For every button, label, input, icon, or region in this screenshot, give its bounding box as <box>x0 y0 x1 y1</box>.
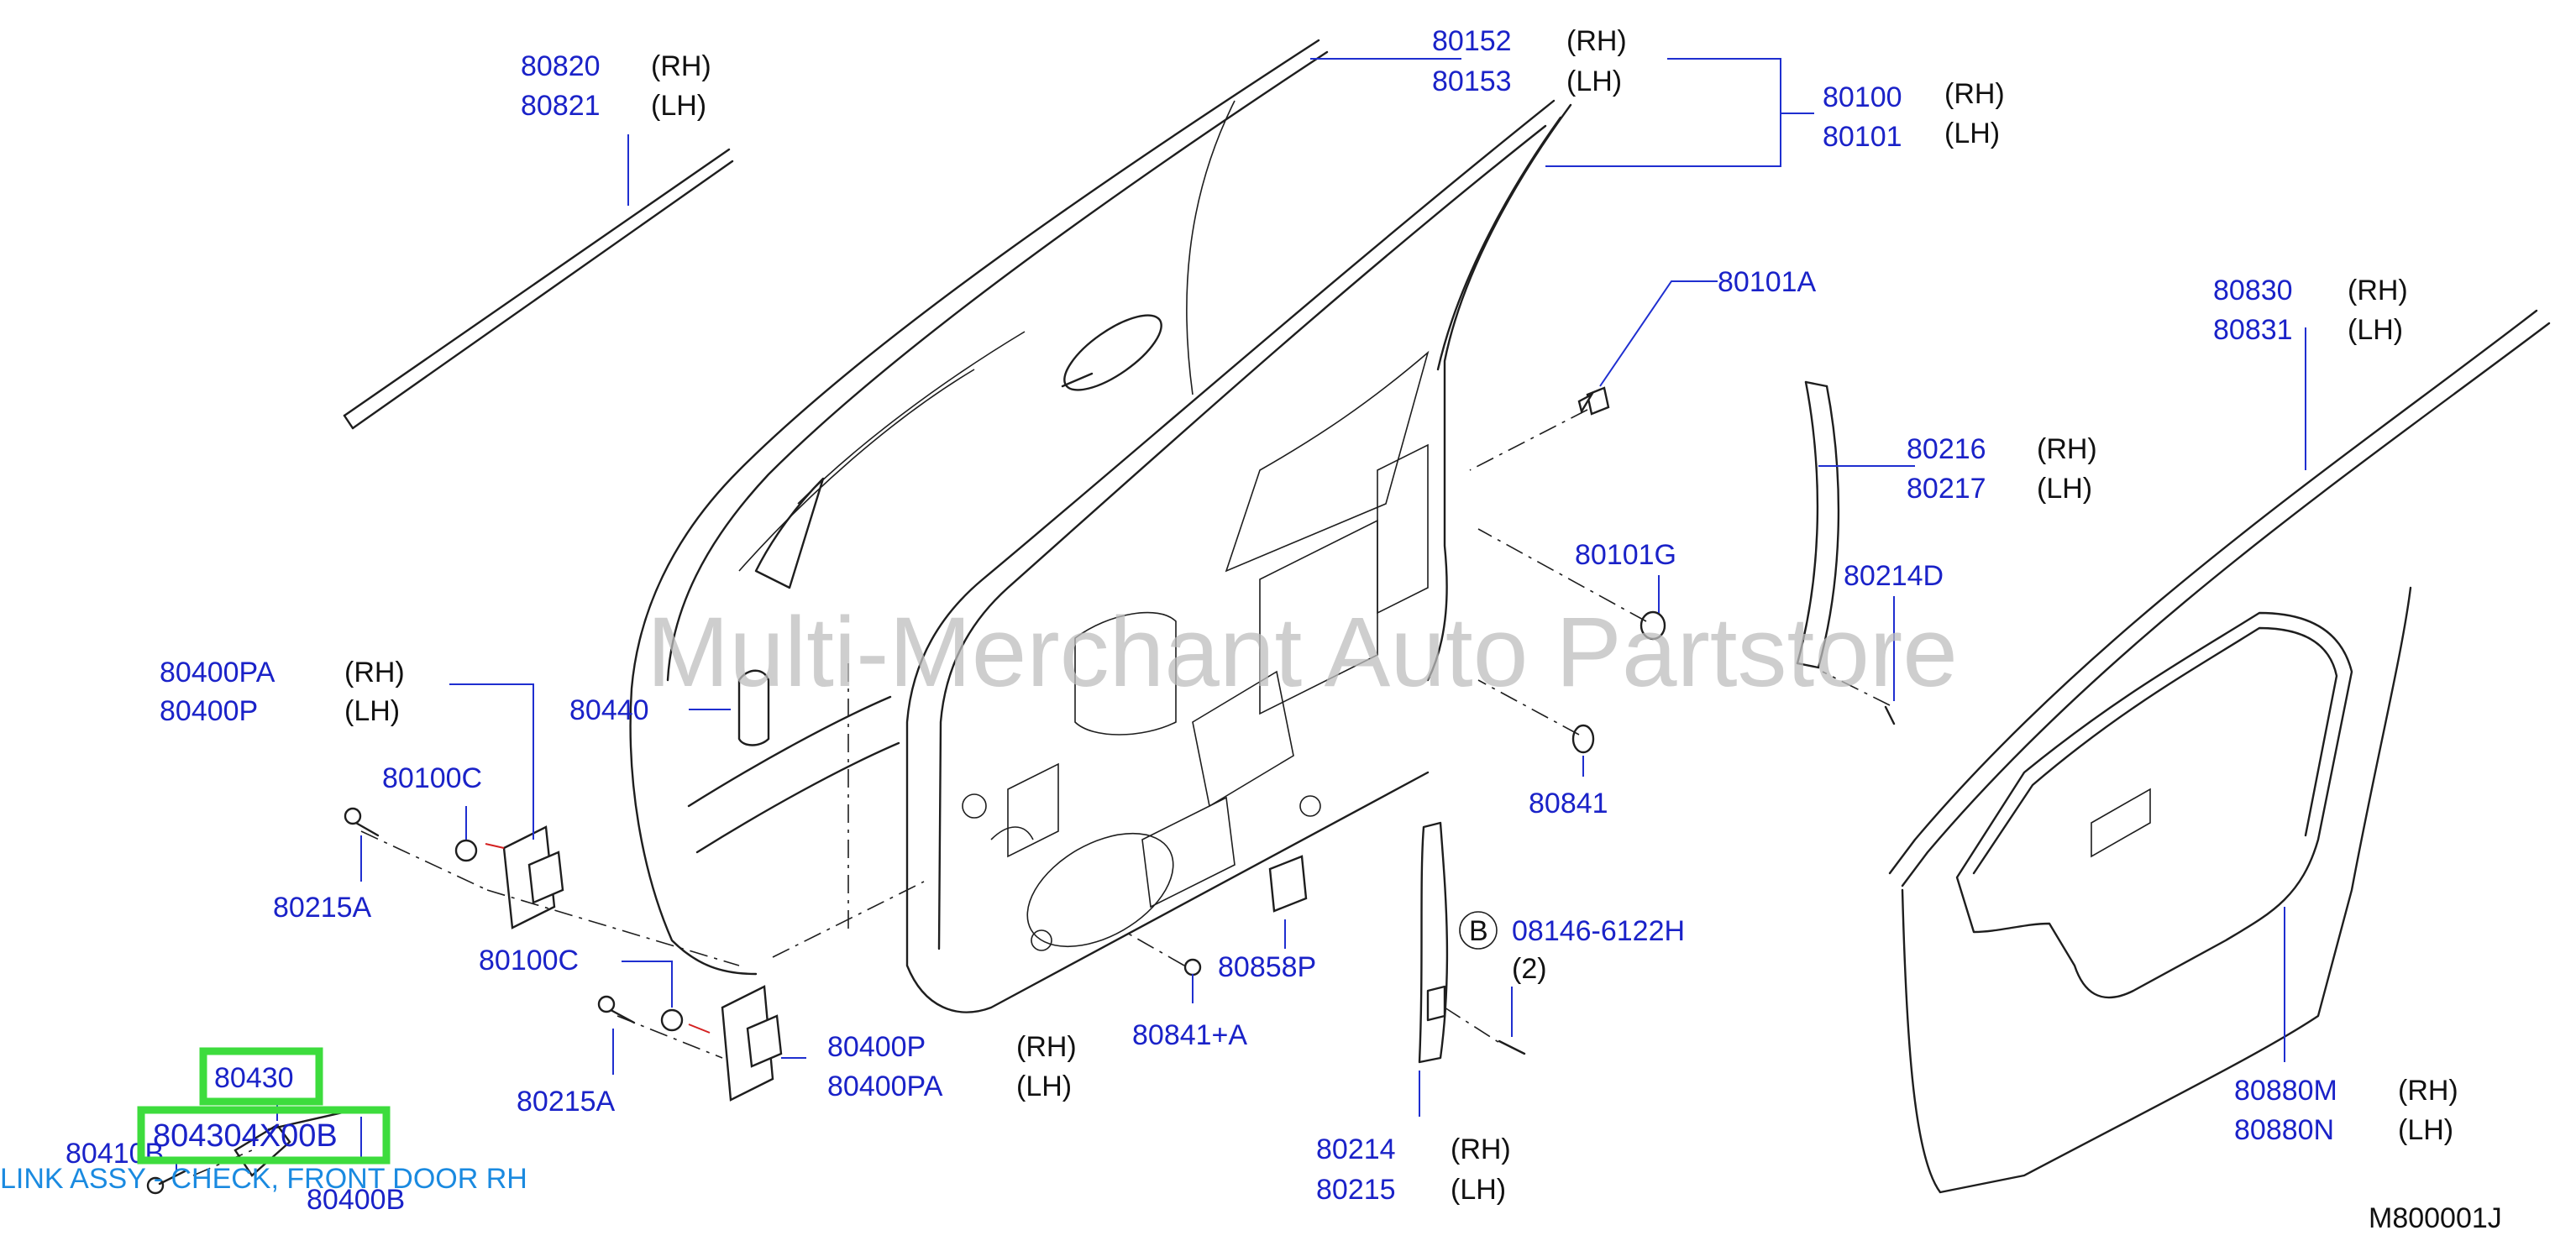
callout-80831-side: (LH) <box>2348 314 2403 346</box>
callout-80153: 80153 <box>1432 65 1512 97</box>
upper-hinge-80400P <box>344 807 564 929</box>
lower-hinge-80400P <box>597 985 783 1102</box>
badge-B <box>1459 911 1498 950</box>
callout-80215: 80215 <box>1316 1174 1396 1206</box>
callout-80100C-lower: 80100C <box>479 945 579 976</box>
callout-80821: 80821 <box>521 90 601 122</box>
door-inner-frame <box>905 99 1572 1013</box>
callout-80400PA-lower-side: (LH) <box>1016 1071 1072 1102</box>
callout-80215-side: (LH) <box>1451 1174 1506 1206</box>
leader-lines <box>176 58 2306 1171</box>
callout-labels: 80820 (RH) 80821 (LH) 80152 (RH) 80153 (… <box>66 25 2458 1216</box>
callout-80216-side: (RH) <box>2037 433 2097 465</box>
callout-80217-side: (LH) <box>2037 473 2092 505</box>
callout-80880M: 80880M <box>2234 1075 2337 1107</box>
callout-80400B: 80400B <box>307 1184 405 1216</box>
callout-80880N-side: (LH) <box>2398 1114 2453 1146</box>
callout-80410B: 80410B <box>66 1138 164 1170</box>
callout-80400PA-side: (RH) <box>344 657 405 688</box>
callout-80101G: 80101G <box>1575 539 1676 571</box>
assembly-lines <box>192 409 1891 1176</box>
badge-B-letter: B <box>1469 915 1488 947</box>
callout-80400PA: 80400PA <box>160 657 275 688</box>
callout-80440: 80440 <box>569 694 649 726</box>
callout-80841A: 80841+A <box>1132 1019 1247 1051</box>
callout-80400P-side: (LH) <box>344 695 400 727</box>
callout-80880N: 80880N <box>2234 1114 2334 1146</box>
callout-80217: 80217 <box>1907 473 1986 505</box>
callout-80214: 80214 <box>1316 1133 1396 1165</box>
callout-80820-side: (RH) <box>651 50 711 82</box>
callout-80152: 80152 <box>1432 25 1512 57</box>
callout-80400P: 80400P <box>160 695 258 727</box>
callout-80841: 80841 <box>1529 788 1608 819</box>
callout-80216: 80216 <box>1907 433 1986 465</box>
highlight-full-part-number: 804304X00B <box>153 1118 338 1154</box>
callout-80880M-side: (RH) <box>2398 1075 2458 1107</box>
callout-80831: 80831 <box>2213 314 2293 346</box>
callout-80101A: 80101A <box>1718 266 1817 298</box>
callout-80100C-upper: 80100C <box>382 762 482 794</box>
sash-channel-80214 <box>1418 821 1449 1064</box>
callout-80400P-lower: 80400P <box>827 1031 926 1063</box>
callout-80215A-lower: 80215A <box>517 1086 616 1118</box>
callout-80400PA-lower: 80400PA <box>827 1071 943 1102</box>
door-outer-panel <box>629 39 1329 976</box>
outer-weatherstrip-80820 <box>343 148 734 430</box>
highlighted-part[interactable]: 80430 804304X00B LINK ASSY - CHECK, FRON… <box>0 1047 527 1195</box>
small-fasteners <box>737 386 1896 1055</box>
callout-80101-side: (LH) <box>1944 118 2000 149</box>
callout-80153-side: (LH) <box>1566 65 1622 97</box>
callout-80100: 80100 <box>1823 81 1902 113</box>
callout-80100-side: (RH) <box>1944 78 2005 110</box>
highlight-part-number: 80430 <box>214 1062 294 1094</box>
callout-08146-6122H-qty: (2) <box>1512 953 1547 985</box>
callout-80830: 80830 <box>2213 275 2293 306</box>
highlight-box-part-number <box>199 1047 323 1106</box>
callout-80214D: 80214D <box>1844 560 1944 592</box>
callout-80400P-lower-side: (RH) <box>1016 1031 1077 1063</box>
red-line-lower <box>688 1024 711 1034</box>
callout-80858P: 80858P <box>1218 951 1316 983</box>
watermark: Multi-Merchant Auto Partstore <box>647 597 1958 708</box>
highlight-box-full-part-number <box>137 1106 391 1165</box>
door-weatherstrip-80830 <box>1888 309 2551 887</box>
callout-80215A-upper: 80215A <box>273 892 372 924</box>
callout-80152-side: (RH) <box>1566 25 1627 57</box>
callout-80214-side: (RH) <box>1451 1133 1511 1165</box>
red-line-upper <box>485 843 505 849</box>
callout-80820: 80820 <box>521 50 601 82</box>
callout-80101: 80101 <box>1823 121 1902 153</box>
callout-08146-6122H: 08146-6122H <box>1512 915 1685 947</box>
sash-80216 <box>1796 380 1840 669</box>
callout-80830-side: (RH) <box>2348 275 2408 306</box>
diagram-code: M800001J <box>2369 1202 2502 1234</box>
door-opening-seal-80880M <box>1901 586 2412 1194</box>
callout-80821-side: (LH) <box>651 90 706 122</box>
highlight-description: LINK ASSY - CHECK, FRONT DOOR RH <box>0 1163 527 1195</box>
